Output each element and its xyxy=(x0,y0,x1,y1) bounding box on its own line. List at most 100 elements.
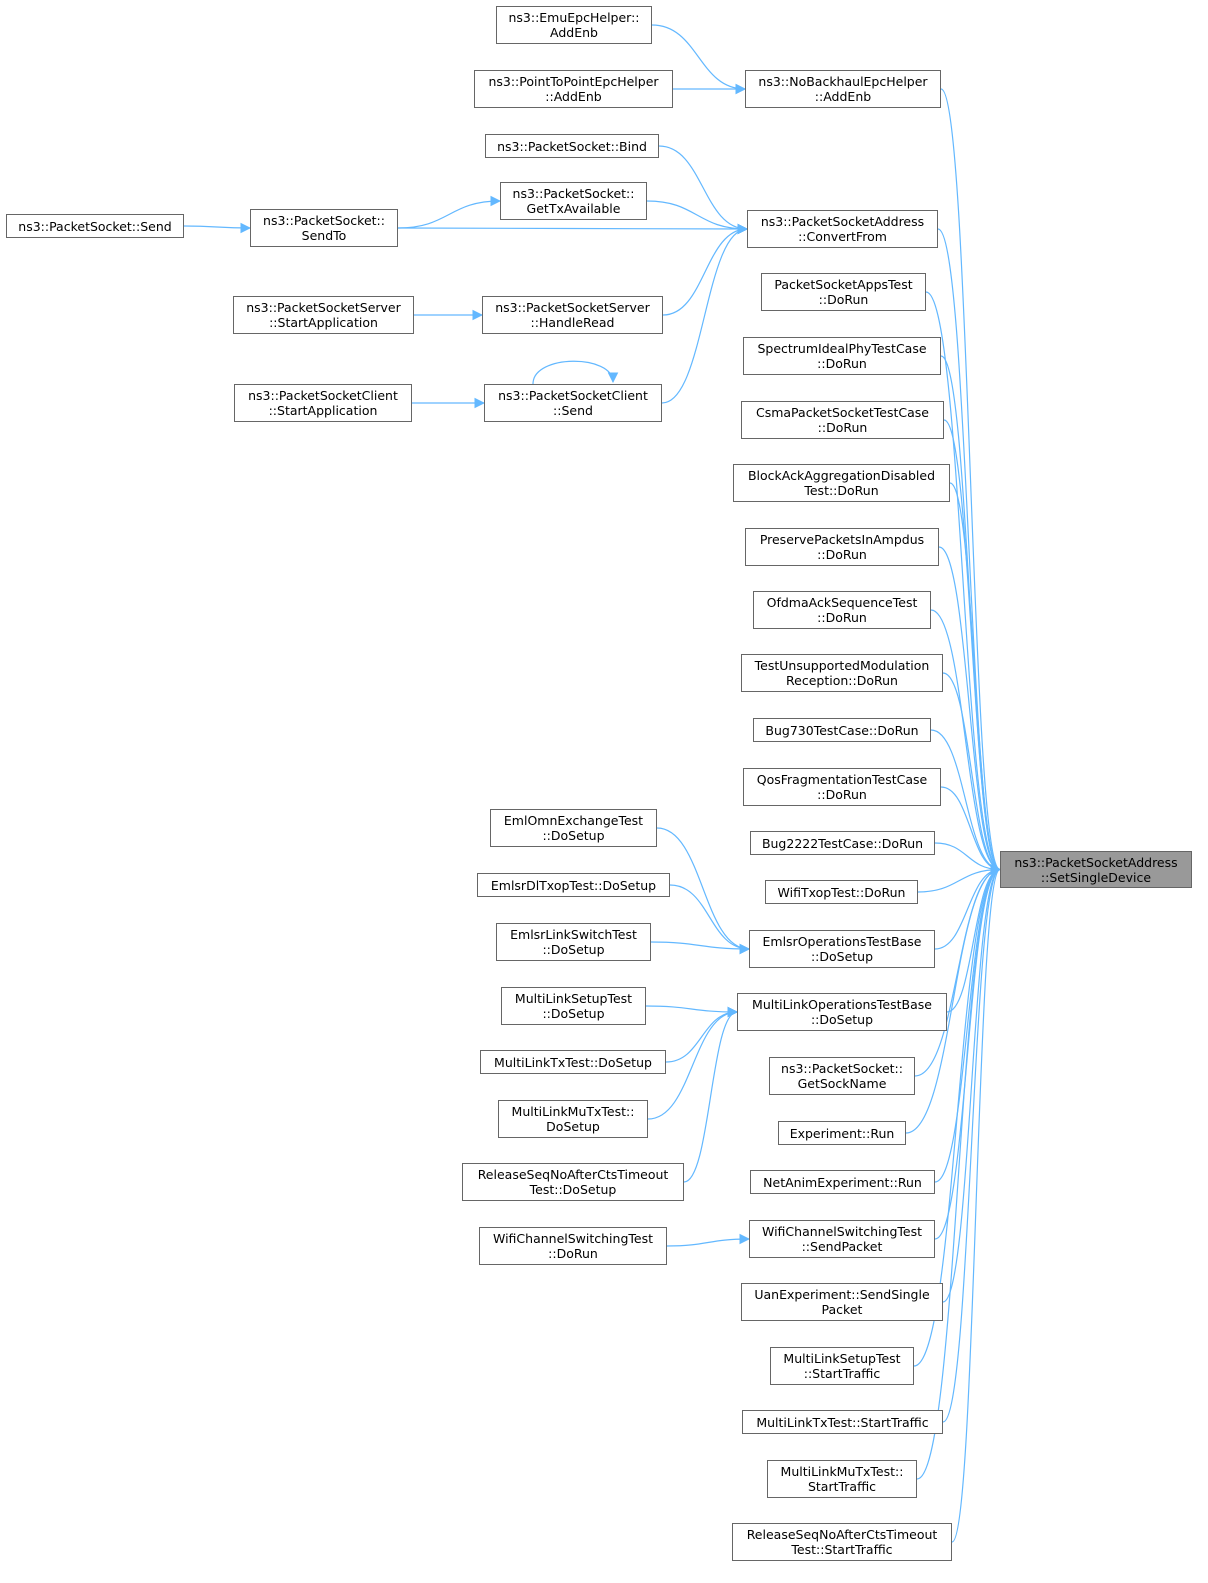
node-label: ::StartTraffic xyxy=(803,1366,881,1381)
node-qos-frag[interactable]: QosFragmentationTestCase::DoRun xyxy=(743,768,941,806)
node-ps-send[interactable]: ns3::PacketSocket::Send xyxy=(6,214,184,238)
edge-exp-run-to-set-single-device xyxy=(905,864,1002,1134)
node-label: ns3::PacketSocket:: xyxy=(263,213,385,228)
node-label: ns3::PacketSocketServer xyxy=(495,300,650,315)
node-emlsr-ops[interactable]: EmlsrOperationsTestBase::DoSetup xyxy=(749,930,935,968)
node-ml-ops[interactable]: MultiLinkOperationsTestBase::DoSetup xyxy=(737,993,947,1031)
node-exp-run[interactable]: Experiment::Run xyxy=(778,1121,906,1145)
edge-ps-send-to-to-convert-from xyxy=(397,223,749,235)
node-label: ::DoRun xyxy=(817,420,868,435)
node-label: ::DoSetup xyxy=(542,828,605,843)
edge-server-handle-to-convert-from xyxy=(662,223,749,316)
node-label: TestUnsupportedModulation xyxy=(754,658,930,673)
edge-emu-add-enb-to-no-backhaul-add-enb xyxy=(651,24,747,95)
node-label: ::DoRun xyxy=(818,292,869,307)
node-client-start[interactable]: ns3::PacketSocketClient::StartApplicatio… xyxy=(234,384,412,422)
node-label: OfdmaAckSequenceTest xyxy=(766,595,918,610)
node-ml-mu-traffic[interactable]: MultiLinkMuTxTest::StartTraffic xyxy=(767,1460,917,1498)
node-label: QosFragmentationTestCase xyxy=(756,772,928,787)
edge-release-seq-setup-to-ml-ops xyxy=(683,1006,739,1183)
node-label: MultiLinkOperationsTestBase xyxy=(752,997,932,1012)
node-eml-omn[interactable]: EmlOmnExchangeTest::DoSetup xyxy=(490,809,657,847)
node-label: SpectrumIdealPhyTestCase xyxy=(757,341,927,356)
node-ml-setup-traffic[interactable]: MultiLinkSetupTest::StartTraffic xyxy=(770,1347,914,1385)
node-label: ::StartApplication xyxy=(269,315,378,330)
node-label: ns3::PacketSocket:: xyxy=(781,1061,903,1076)
node-wifi-txop[interactable]: WifiTxopTest::DoRun xyxy=(765,880,918,904)
edge-ps-get-tx-to-convert-from xyxy=(646,200,749,235)
node-convert-from[interactable]: ns3::PacketSocketAddress::ConvertFrom xyxy=(747,210,938,248)
node-label: ns3::PacketSocket::Bind xyxy=(497,138,647,154)
node-wifi-chan-send[interactable]: WifiChannelSwitchingTest::SendPacket xyxy=(749,1220,935,1258)
node-server-handle[interactable]: ns3::PacketSocketServer::HandleRead xyxy=(482,296,663,334)
node-label: ::DoSetup xyxy=(810,949,874,964)
node-label: DoSetup xyxy=(546,1119,600,1134)
node-label: StartTraffic xyxy=(807,1479,877,1494)
edge-wifi-chan-do-run-to-wifi-chan-send xyxy=(666,1233,751,1247)
edge-ml-mu-traffic-to-set-single-device xyxy=(916,864,1002,1480)
node-ml-mu-tx[interactable]: MultiLinkMuTxTest::DoSetup xyxy=(498,1100,648,1138)
edge-ps-apps-test-to-set-single-device xyxy=(925,291,1002,875)
node-label: UanExperiment::SendSingle xyxy=(754,1287,930,1302)
node-spectrum-test[interactable]: SpectrumIdealPhyTestCase::DoRun xyxy=(743,337,941,375)
node-label: BlockAckAggregationDisabled xyxy=(747,468,936,483)
node-label: GetSockName xyxy=(797,1076,887,1091)
edge-no-backhaul-add-enb-to-set-single-device xyxy=(940,88,1002,875)
node-ps-bind[interactable]: ns3::PacketSocket::Bind xyxy=(485,134,659,158)
node-label: ::AddEnb xyxy=(814,89,872,104)
node-label: ::DoRun xyxy=(817,787,867,802)
node-label: ::DoSetup xyxy=(810,1012,874,1027)
node-bug2222[interactable]: Bug2222TestCase::DoRun xyxy=(750,831,935,855)
edge-net-anim-run-to-set-single-device xyxy=(934,864,1002,1183)
node-p2-p-add-enb[interactable]: ns3::PointToPointEpcHelper::AddEnb xyxy=(474,70,673,108)
node-ml-tx-traffic[interactable]: MultiLinkTxTest::StartTraffic xyxy=(742,1410,943,1434)
edge-ps-send-to-to-ps-get-tx xyxy=(397,195,502,229)
node-label: MultiLinkMuTxTest:: xyxy=(511,1104,635,1119)
node-label: ns3::NoBackhaulEpcHelper xyxy=(758,74,928,89)
node-emlsr-dl[interactable]: EmlsrDlTxopTest::DoSetup xyxy=(477,873,670,897)
node-label: Test::DoRun xyxy=(804,483,879,498)
node-emu-add-enb[interactable]: ns3::EmuEpcHelper::AddEnb xyxy=(496,6,652,44)
node-label: NetAnimExperiment::Run xyxy=(763,1174,922,1190)
node-emlsr-link[interactable]: EmlsrLinkSwitchTest::DoSetup xyxy=(496,923,651,961)
node-ofdma-test[interactable]: OfdmaAckSequenceTest::DoRun xyxy=(753,591,931,629)
edge-unsupported-test-to-set-single-device xyxy=(942,672,1002,875)
edge-eml-omn-to-emlsr-ops xyxy=(656,827,751,955)
node-label: ::StartApplication xyxy=(268,403,378,418)
node-label: ns3::PacketSocketClient xyxy=(248,388,398,403)
node-ps-get-tx[interactable]: ns3::PacketSocket::GetTxAvailable xyxy=(500,182,647,220)
edge-ml-ops-to-set-single-device xyxy=(946,864,1002,1013)
node-csma-test[interactable]: CsmaPacketSocketTestCase::DoRun xyxy=(741,401,944,439)
node-ml-tx[interactable]: MultiLinkTxTest::DoSetup xyxy=(480,1050,666,1074)
node-net-anim-run[interactable]: NetAnimExperiment::Run xyxy=(750,1170,935,1194)
node-get-sock-name[interactable]: ns3::PacketSocket::GetSockName xyxy=(769,1057,915,1095)
node-label: WifiTxopTest::DoRun xyxy=(777,884,906,900)
node-client-send[interactable]: ns3::PacketSocketClient::Send xyxy=(484,384,662,422)
node-label: ns3::PacketSocket:: xyxy=(512,186,635,201)
node-set-single-device: ns3::PacketSocketAddress::SetSingleDevic… xyxy=(1000,851,1192,888)
node-preserve-test[interactable]: PreservePacketsInAmpdus::DoRun xyxy=(745,528,939,566)
node-label: ::SetSingleDevice xyxy=(1040,869,1152,885)
node-label: EmlsrOperationsTestBase xyxy=(762,934,922,949)
node-ps-send-to[interactable]: ns3::PacketSocket::SendTo xyxy=(250,209,398,247)
node-label: ::DoSetup xyxy=(542,942,605,957)
node-no-backhaul-add-enb[interactable]: ns3::NoBackhaulEpcHelper::AddEnb xyxy=(745,70,941,108)
node-label: EmlsrLinkSwitchTest xyxy=(510,927,637,942)
edge-ml-setup-traffic-to-set-single-device xyxy=(913,864,1002,1367)
edge-get-sock-name-to-set-single-device xyxy=(914,864,1002,1077)
node-bug730[interactable]: Bug730TestCase::DoRun xyxy=(753,718,931,742)
node-label: CsmaPacketSocketTestCase xyxy=(755,405,930,420)
node-wifi-chan-do-run[interactable]: WifiChannelSwitchingTest::DoRun xyxy=(479,1227,667,1265)
node-ps-apps-test[interactable]: PacketSocketAppsTest::DoRun xyxy=(761,273,926,311)
node-server-start[interactable]: ns3::PacketSocketServer::StartApplicatio… xyxy=(233,296,414,334)
edge-preserve-test-to-set-single-device xyxy=(938,546,1002,875)
node-label: ns3::PointToPointEpcHelper xyxy=(488,74,659,89)
node-ml-setup[interactable]: MultiLinkSetupTest::DoSetup xyxy=(501,987,646,1025)
